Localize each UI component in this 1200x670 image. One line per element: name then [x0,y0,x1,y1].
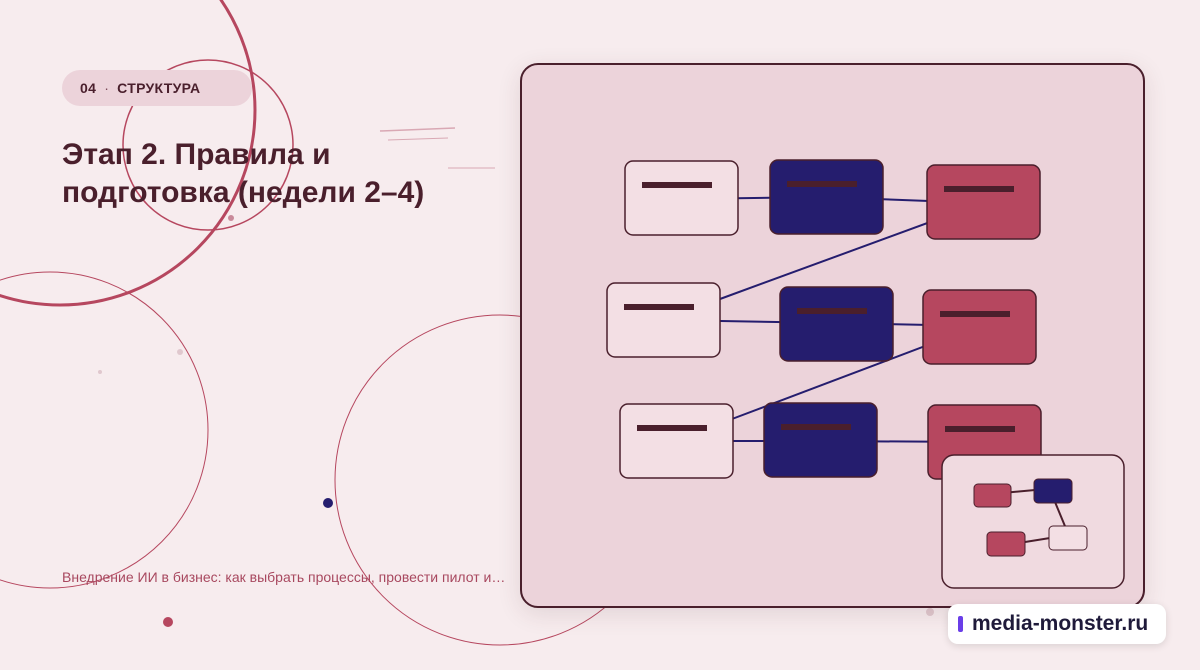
diagram-node-navy [779,286,894,362]
section-number: 04 [80,80,97,96]
section-separator: · [104,80,110,96]
diagram-node-navy [769,159,884,235]
decor-dot [228,215,234,221]
decor-ring-large [0,0,257,307]
watermark-text: media-monster.ru [972,612,1149,635]
watermark-accent-bar [958,616,963,632]
decor-dot [926,608,934,616]
decor-line [379,127,456,132]
decor-ring-small [122,59,294,231]
diagram-node-rose [922,289,1037,365]
slide-subtitle: Внедрение ИИ в бизнес: как выбрать проце… [62,569,506,585]
diagram-node-light [624,160,739,236]
watermark-badge: media-monster.ru [948,604,1166,644]
decor-dot [177,349,183,355]
decor-line [387,137,449,141]
minimap-inset [941,454,1125,589]
decor-dot-rose [163,617,173,627]
diagram-node-light [606,282,721,358]
slide-title: Этап 2. Правила и подготовка (недели 2–4… [62,138,425,209]
process-diagram [606,159,1125,589]
section-label: СТРУКТУРА [117,80,201,96]
diagram-node-light [619,403,734,479]
decor-ring-left [0,271,209,589]
diagram-node-rose [926,164,1041,240]
diagram-node-navy [763,402,878,478]
decor-dot [98,370,102,374]
decor-dot-navy [323,498,333,508]
diagram-panel [520,63,1145,608]
section-badge: 04 · СТРУКТУРА [62,70,252,106]
